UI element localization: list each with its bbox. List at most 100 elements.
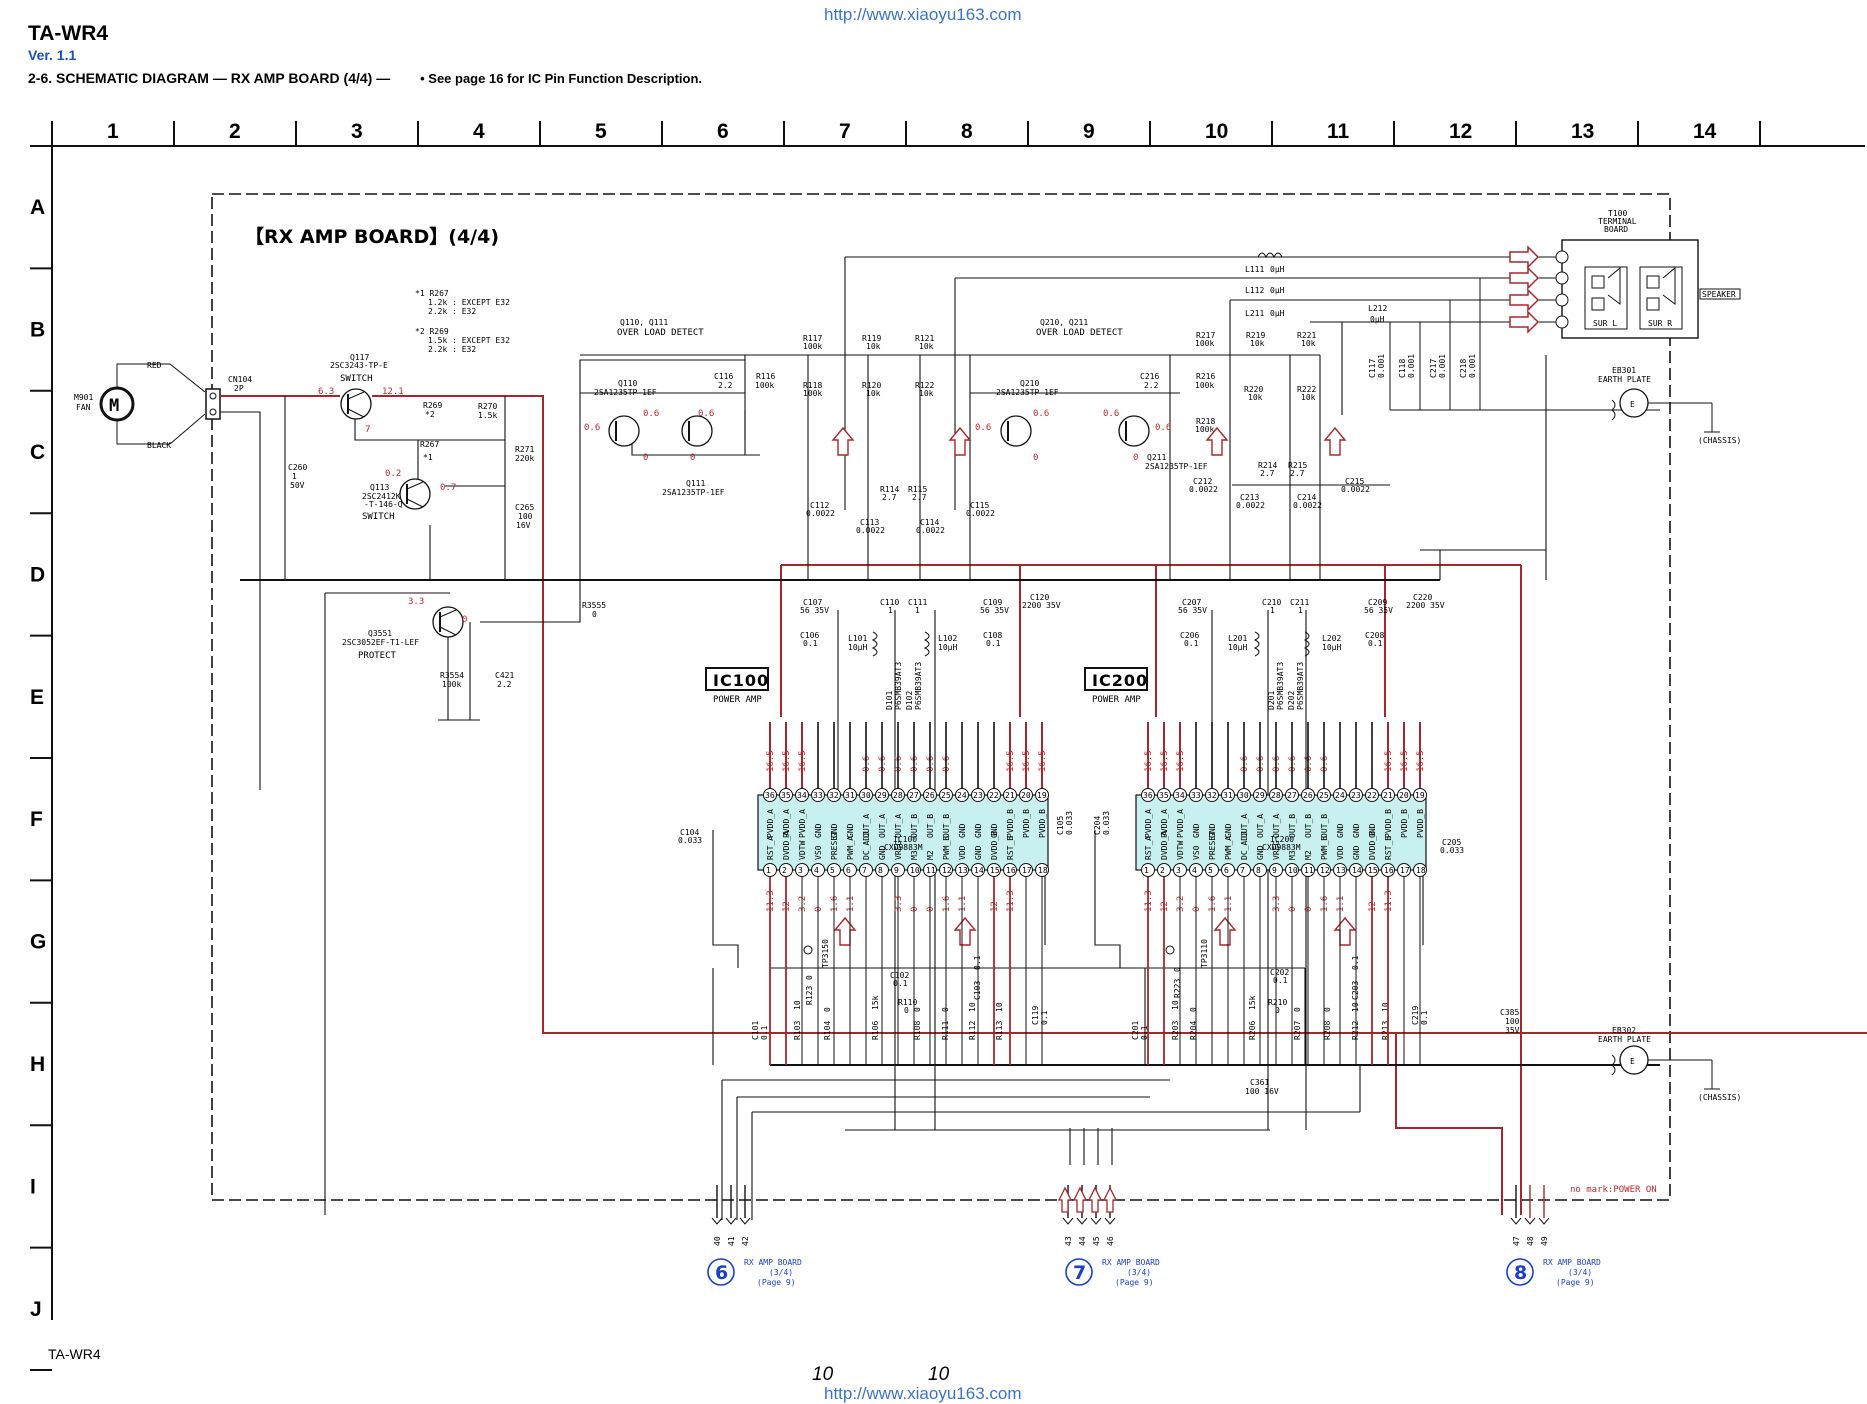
svg-text:0: 0 bbox=[592, 610, 597, 619]
svg-text:C118: C118 bbox=[1398, 359, 1407, 378]
ic-pin-number: 17 bbox=[1022, 866, 1032, 875]
passives-left: R269 *2 R267 *1 R270 1.5k R271 220k C260… bbox=[288, 401, 606, 689]
connector-arrow bbox=[711, 1217, 723, 1225]
svg-text:0: 0 bbox=[462, 615, 467, 625]
connector-badge bbox=[707, 1258, 735, 1286]
wire-red-label: RED bbox=[147, 361, 162, 370]
svg-text:0.6: 0.6 bbox=[975, 423, 991, 433]
svg-text:0: 0 bbox=[823, 1007, 832, 1012]
bottom-url[interactable]: http://www.xiaoyu163.com bbox=[824, 1384, 1022, 1403]
svg-text:E: E bbox=[1630, 400, 1635, 409]
svg-text:Q211: Q211 bbox=[1147, 453, 1166, 462]
svg-text:0.033: 0.033 bbox=[678, 836, 702, 845]
ic-pin-name: M2 bbox=[926, 850, 935, 860]
ic-pin-name: RST_A bbox=[1144, 836, 1153, 860]
pin-voltage: 0.6 bbox=[1256, 756, 1266, 772]
svg-text:10k: 10k bbox=[919, 389, 934, 398]
transistor-q113: Q113 2SC2412K -T-146-Q SWITCH 0.2 0.7 bbox=[362, 469, 456, 522]
ic-pin-number: 1 bbox=[1144, 866, 1149, 875]
svg-text:0.1: 0.1 bbox=[1368, 639, 1383, 648]
ic-pin-number: 14 bbox=[974, 866, 984, 875]
svg-text:100k: 100k bbox=[1195, 381, 1214, 390]
ic-pin-bottom bbox=[763, 863, 777, 877]
svg-text:0μH: 0μH bbox=[1270, 309, 1285, 318]
svg-text:100k: 100k bbox=[442, 680, 461, 689]
ic-pin-bottom bbox=[875, 863, 889, 877]
grid-row-label: A bbox=[30, 196, 45, 219]
ic-pin-name: GND bbox=[1256, 845, 1265, 860]
svg-text:Q111: Q111 bbox=[686, 479, 705, 488]
ic-pin-number: 25 bbox=[941, 791, 951, 800]
svg-text:2.7: 2.7 bbox=[912, 493, 927, 502]
ic-pin-number: 36 bbox=[1143, 791, 1153, 800]
svg-text:Q117: Q117 bbox=[350, 353, 369, 362]
ic-pin-name: OUT_B bbox=[910, 814, 919, 838]
svg-text:C209: C209 bbox=[1368, 598, 1387, 607]
connector-arrow bbox=[1076, 1217, 1088, 1225]
ic-pin-number: 1 bbox=[766, 866, 771, 875]
svg-text:R115: R115 bbox=[908, 485, 927, 494]
svg-text:0: 0 bbox=[690, 453, 695, 463]
svg-text:15k: 15k bbox=[1248, 995, 1257, 1010]
svg-text:0.0022: 0.0022 bbox=[966, 509, 995, 518]
ic-pin-name: GND bbox=[974, 845, 983, 860]
ic200-power-amp: IC200 POWER AMP IC200 CXD9883M bbox=[1084, 667, 1427, 871]
ic-pin-name: GND bbox=[814, 823, 823, 838]
svg-text:P6SMB39AT3: P6SMB39AT3 bbox=[894, 662, 903, 710]
svg-text:L111: L111 bbox=[1245, 265, 1264, 274]
ic-pin-bottom bbox=[1205, 863, 1219, 877]
svg-text:10k: 10k bbox=[1301, 393, 1316, 402]
svg-text:EARTH PLATE: EARTH PLATE bbox=[1598, 375, 1651, 384]
svg-text:0: 0 bbox=[1275, 1006, 1280, 1015]
ic-pin-name: GND bbox=[1208, 823, 1217, 838]
ic-pin-top bbox=[1221, 788, 1235, 802]
svg-text:10μH: 10μH bbox=[848, 643, 867, 652]
svg-text:CXD9883M: CXD9883M bbox=[1262, 843, 1301, 852]
ic-pin-name: PVDD_B bbox=[1038, 809, 1047, 838]
svg-text:R219: R219 bbox=[1246, 331, 1265, 340]
ic-pin-number: 27 bbox=[909, 791, 919, 800]
svg-text:Q210, Q211: Q210, Q211 bbox=[1040, 318, 1088, 327]
ic-pin-number: 9 bbox=[894, 866, 899, 875]
ic-pin-number: 23 bbox=[1351, 791, 1361, 800]
svg-text:C108: C108 bbox=[983, 631, 1002, 640]
ic-pin-name: RST_B bbox=[1006, 836, 1015, 860]
signal-arrows-up bbox=[831, 426, 1357, 946]
svg-text:0.1: 0.1 bbox=[893, 979, 908, 988]
svg-text:1: 1 bbox=[1270, 606, 1275, 615]
ic-pin-bottom bbox=[923, 863, 937, 877]
ic-pin-number: 26 bbox=[1303, 791, 1313, 800]
connector-pin-number: 46 bbox=[1106, 1236, 1115, 1246]
ic-pin-bottom bbox=[939, 863, 953, 877]
svg-text:R106: R106 bbox=[871, 1021, 880, 1040]
pin-voltage: 0.6 bbox=[926, 756, 936, 772]
ic-pin-top bbox=[875, 788, 889, 802]
ic-pin-top bbox=[779, 788, 793, 802]
svg-text:2SA1235TP-1EF: 2SA1235TP-1EF bbox=[1145, 462, 1208, 471]
svg-text:IC100: IC100 bbox=[713, 671, 769, 690]
motor-name: FAN bbox=[76, 403, 91, 412]
connector-sub: (3/4) bbox=[1127, 1268, 1151, 1277]
pin-voltage: 0 bbox=[814, 907, 824, 912]
ic-pin-top bbox=[1019, 788, 1033, 802]
svg-text:35V: 35V bbox=[1505, 1026, 1520, 1035]
svg-text:0.001: 0.001 bbox=[1438, 354, 1447, 378]
top-url[interactable]: http://www.xiaoyu163.com bbox=[824, 5, 1022, 24]
pin-voltage: 12 bbox=[1160, 901, 1170, 912]
ic-pin-top bbox=[1205, 788, 1219, 802]
connector-cn104 bbox=[205, 388, 221, 420]
ic-pin-number: 8 bbox=[1256, 866, 1261, 875]
ic-pin-top bbox=[859, 788, 873, 802]
ic-pin-bottom bbox=[971, 863, 985, 877]
connector-arrow bbox=[1062, 1217, 1074, 1225]
pin-voltage: 0.6 bbox=[1304, 756, 1314, 772]
svg-text:R122: R122 bbox=[915, 381, 934, 390]
ic-pin-number: 31 bbox=[1223, 791, 1233, 800]
svg-text:10: 10 bbox=[1171, 1000, 1180, 1010]
svg-text:0: 0 bbox=[643, 453, 648, 463]
grid-column-label: 14 bbox=[1693, 120, 1717, 143]
grid-column-label: 5 bbox=[595, 120, 607, 143]
pin-voltage: 0 bbox=[1288, 907, 1298, 912]
connector-pin-number: 44 bbox=[1078, 1236, 1087, 1246]
svg-text:D102: D102 bbox=[905, 691, 914, 710]
